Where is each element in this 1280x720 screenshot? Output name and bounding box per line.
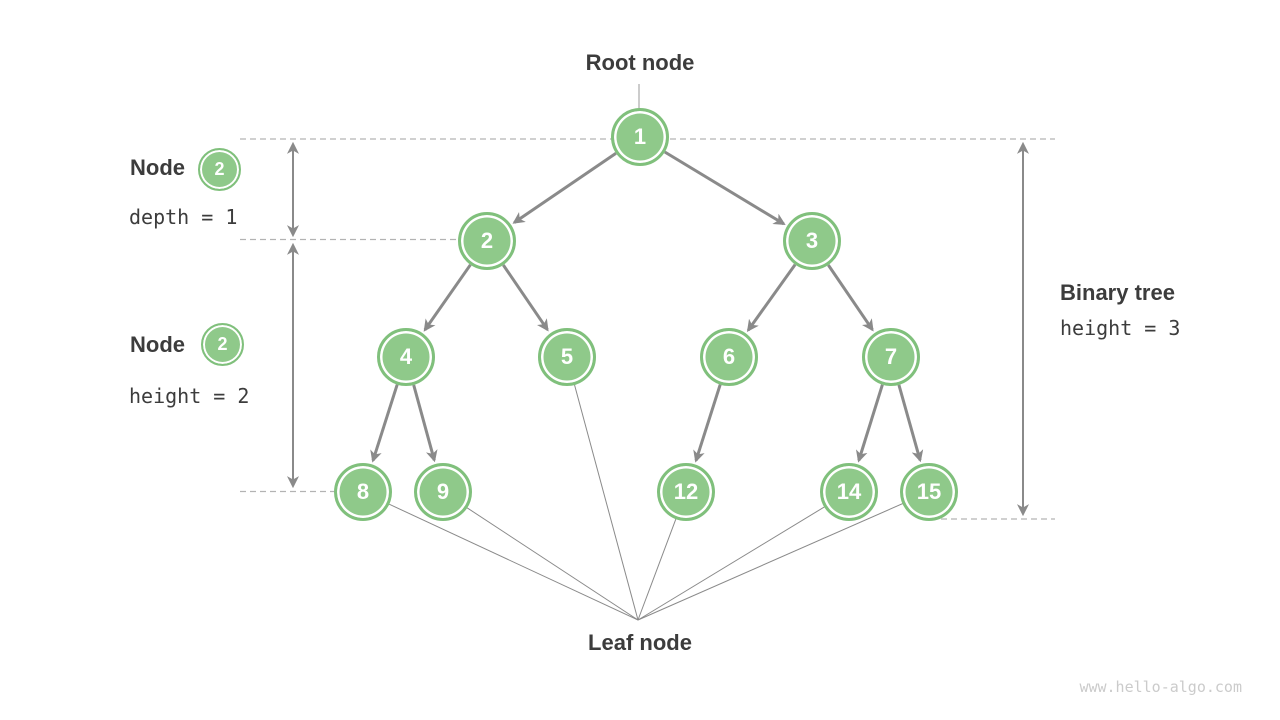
node-depth-title: Node: [130, 155, 185, 180]
edge-2-5: [502, 264, 549, 332]
edge-6-12: [693, 384, 722, 463]
leaf-line-5: [566, 356, 639, 621]
tree-node-value: 14: [836, 479, 862, 504]
edge-4-8: [370, 384, 399, 463]
tree-node-value: 4: [399, 344, 413, 369]
tree-node-15: 15: [900, 463, 958, 521]
root-node-label: Root node: [585, 50, 695, 75]
tree-node-value: 6: [722, 344, 736, 369]
leaf-line-14: [637, 491, 850, 621]
edge-1-2: [512, 152, 617, 224]
tree-node-6: 6: [700, 328, 758, 386]
tree-node-8: 8: [334, 463, 392, 521]
level-guide-lines: [240, 138, 1055, 520]
leaf-line-15: [637, 491, 930, 621]
tree-node-7: 7: [862, 328, 920, 386]
tree-node-14: 14: [820, 463, 878, 521]
edge-2-4: [423, 263, 472, 332]
tree-node-value: 12: [673, 479, 699, 504]
tree-node-value: 1: [633, 124, 647, 149]
leaf-line-8: [362, 491, 639, 621]
edge-7-14: [855, 384, 884, 463]
node-height-badge: 2: [201, 323, 244, 366]
tree-node-2: 2: [458, 212, 516, 270]
tree-node-value: 5: [560, 344, 574, 369]
badge-value: 2: [217, 334, 228, 354]
tree-node-value: 8: [356, 479, 370, 504]
node-depth-badge: 2: [198, 148, 241, 191]
tree-node-value: 15: [916, 479, 942, 504]
leaf-pointer-lines: [362, 356, 930, 621]
tree-node-value: 3: [805, 228, 819, 253]
tree-node-3: 3: [783, 212, 841, 270]
tree-node-12: 12: [657, 463, 715, 521]
node-depth-formula: depth = 1: [129, 205, 238, 229]
edge-4-9: [412, 384, 438, 463]
tree-node-value: 7: [884, 344, 898, 369]
edge-7-15: [897, 384, 924, 463]
tree-node-5: 5: [538, 328, 596, 386]
node-height-title: Node: [130, 332, 185, 357]
tree-node-1: 1: [611, 108, 669, 166]
leaf-line-9: [442, 491, 639, 621]
tree-node-9: 9: [414, 463, 472, 521]
node-height-formula: height = 2: [129, 384, 250, 408]
tree-height-title: Binary tree: [1060, 280, 1175, 305]
edge-3-7: [827, 264, 874, 332]
measure-arrows: [287, 141, 1029, 517]
tree-node-value: 2: [480, 228, 494, 253]
tree-node-4: 4: [377, 328, 435, 386]
badge-value: 2: [214, 159, 225, 179]
tree-edges: [370, 150, 924, 463]
tree-node-value: 9: [436, 479, 450, 504]
watermark: www.hello-algo.com: [1079, 678, 1242, 696]
leaf-node-label: Leaf node: [588, 630, 692, 655]
edge-1-3: [664, 150, 786, 226]
edge-3-6: [746, 263, 797, 332]
tree-height-formula: height = 3: [1060, 316, 1181, 340]
